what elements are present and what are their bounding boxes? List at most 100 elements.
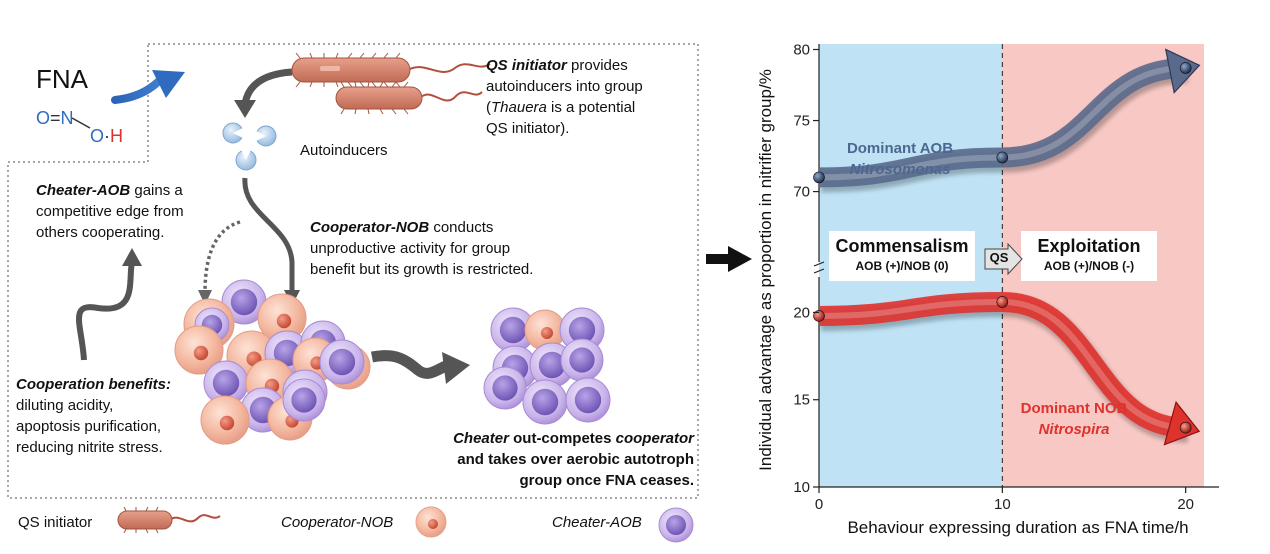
cheater-cell [565, 377, 611, 423]
cheater-cell [522, 379, 568, 425]
qs-line4: QS initiator). [486, 120, 570, 137]
qs-transition-arrow [984, 243, 1023, 275]
outcome-lead: Cheater [453, 430, 509, 447]
y-tick-label: 80 [793, 42, 810, 59]
cooperation-benefits-text: Cooperation benefits: diluting acidity, … [16, 374, 216, 458]
fna-molecule-oh: O·H [90, 126, 123, 146]
outcome-mid: out-competes [508, 430, 616, 447]
qs-line3-open: ( [486, 99, 491, 116]
nob-genus: Nitrospira [1038, 421, 1110, 438]
y-tick-label: 20 [793, 304, 810, 321]
chart-series [813, 48, 1201, 446]
cheater-line3: others cooperating. [36, 224, 165, 241]
y-tick-label: 70 [793, 184, 810, 201]
exploitation-box: Exploitation AOB (+)/NOB (-) [1021, 231, 1157, 281]
data-point [813, 171, 825, 184]
nob-series-label: Dominant NOB Nitrospira [1004, 398, 1144, 440]
aob-genus: Nitrosomonas [849, 161, 951, 178]
molecule-h: H [110, 126, 124, 146]
cooperator-line1-rest: conducts [429, 219, 494, 236]
cheater-cell [221, 279, 267, 325]
cheater-cell [560, 338, 604, 382]
data-point [813, 310, 825, 322]
qs-line3-italic: Thauera [491, 99, 547, 116]
series-aob [813, 48, 1201, 193]
data-point [996, 151, 1009, 164]
x-tick-label: 20 [1177, 496, 1194, 513]
cheater-line2: competitive edge from [36, 203, 184, 220]
cheater-cell [319, 339, 365, 385]
qs-bacterium-2 [335, 81, 483, 115]
cooperator-lead: Cooperator-NOB [310, 219, 430, 236]
molecule-n: N [60, 108, 74, 128]
outcome-line3: group once FNA ceases. [519, 472, 695, 489]
legend-cheater-icon [658, 507, 694, 543]
molecule-o1: O [36, 108, 51, 128]
legend-cheater-label: Cheater-AOB [552, 514, 642, 531]
arrow-to-clump [242, 177, 295, 292]
autoinducer-molecules [222, 122, 277, 171]
benefits-line2: diluting acidity, [16, 397, 114, 414]
outcome-end: cooperator [615, 430, 694, 447]
y-tick-label: 15 [793, 392, 810, 409]
x-tick-label: 10 [994, 496, 1011, 513]
aob-series-label: Dominant AOB Nitrosomonas [840, 138, 960, 180]
cheater-cell [483, 366, 527, 410]
cheater-line1-rest: gains a [130, 182, 183, 199]
commensalism-label: Commensalism [835, 236, 969, 256]
axis-break-mark [813, 268, 825, 274]
cooperator-line2: unproductive activity for group [310, 240, 511, 257]
legend-qs-label: QS initiator [18, 514, 93, 531]
y-tick-label: 10 [793, 479, 810, 496]
dotted-frame [7, 43, 699, 499]
cheater-lead: Cheater-AOB [36, 182, 131, 199]
x-tick-label: 0 [815, 496, 823, 513]
fna-arrow [111, 76, 164, 104]
x-axis-label: Behaviour expressing duration as FNA tim… [847, 518, 1189, 537]
qs-line3-rest: is a potential [546, 99, 636, 116]
y-tick-label: 75 [793, 113, 810, 130]
molecule-dot: · [104, 126, 111, 146]
qs-line1-rest: provides [566, 57, 628, 74]
outcome-text: Cheater out-competes cooperator and take… [404, 428, 694, 491]
aob-label: Dominant AOB [846, 140, 954, 157]
data-point [996, 296, 1009, 308]
cooperator-line3: benefit but its growth is restricted. [310, 261, 534, 278]
panel-arrow [706, 246, 752, 272]
y-axis-label: Individual advantage as proportion in ni… [756, 69, 775, 471]
nob-label: Dominant NOB [1020, 400, 1128, 417]
qs-lead: QS initiator [486, 57, 567, 74]
cooperator-cell [174, 325, 224, 375]
fna-molecule: O=N [36, 108, 74, 128]
benefits-lead: Cooperation benefits: [16, 376, 172, 393]
fna-label: FNA [36, 64, 88, 94]
benefits-line4: reducing nitrite stress. [16, 439, 163, 456]
commensalism-box: Commensalism AOB (+)/NOB (0) [829, 231, 975, 281]
chart-ticks: 70 75 80 10 15 20 0 10 20 [793, 42, 1194, 514]
cheater-aob-text: Cheater-AOB gains a competitive edge fro… [36, 180, 236, 243]
data-point [1179, 62, 1192, 74]
autoinducers-label: Autoinducers [300, 142, 388, 159]
cell-clump [174, 279, 371, 445]
qs-initiator-text: QS initiator provides autoinducers into … [486, 55, 696, 139]
molecule-o2: O [90, 126, 105, 146]
benefits-line3: apoptosis purification, [16, 418, 162, 435]
series-nob [813, 291, 1201, 446]
cheater-group [483, 307, 611, 425]
dotted-arrow [203, 220, 241, 293]
legend-cooperator-icon [415, 506, 447, 538]
cooperator-cell [200, 395, 250, 445]
cheater-cell [203, 360, 249, 406]
molecule-bond: = [50, 108, 61, 128]
benefit-arrow [76, 261, 135, 361]
exploitation-sub: AOB (+)/NOB (-) [1043, 259, 1135, 273]
qs-line2: autoinducers into group [486, 78, 643, 95]
legend-qs-icon [117, 506, 221, 534]
legend-cooperator-label: Cooperator-NOB [281, 514, 394, 531]
outcome-line2: and takes over aerobic autotroph [457, 451, 694, 468]
molecule-bond-line [71, 117, 91, 129]
exploitation-label: Exploitation [1037, 236, 1141, 256]
cooperator-cell [257, 293, 307, 343]
qs-transition-label: QS [989, 250, 1009, 265]
cheater-cell [490, 307, 536, 353]
